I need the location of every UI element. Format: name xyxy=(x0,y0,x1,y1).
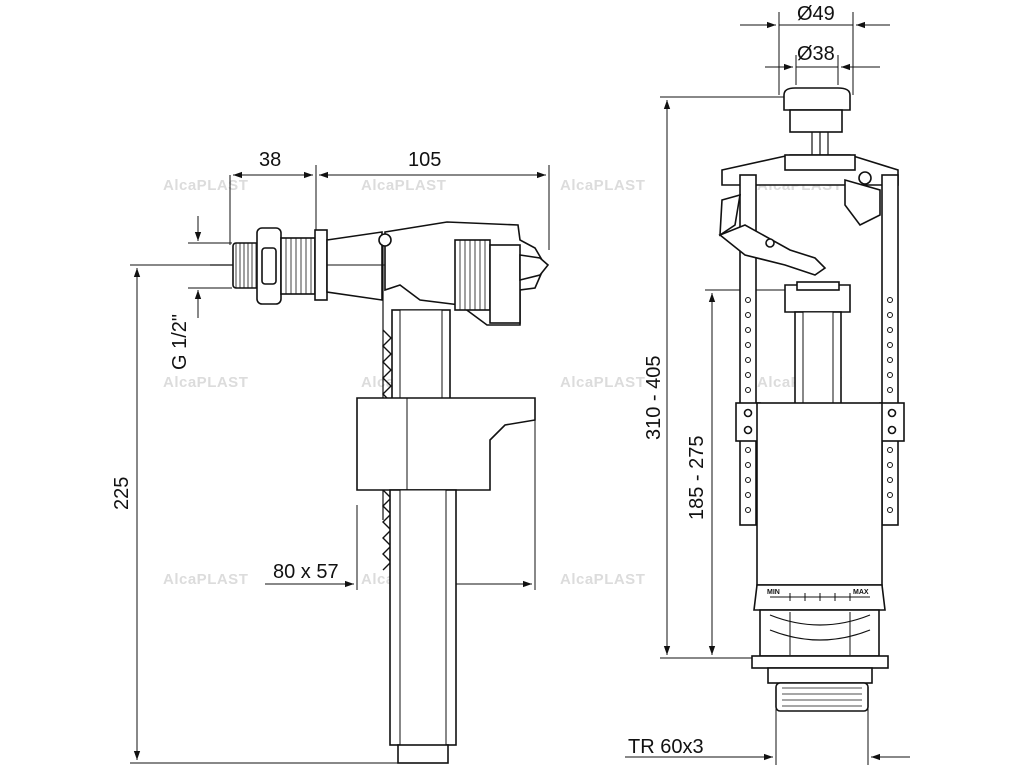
left-valve-dimension-labels: 38 105 G 1/2" 225 80 x 57 xyxy=(111,149,441,583)
watermark-logo: AlcaPLAST xyxy=(560,177,645,194)
watermark-logo: AlcaPLAST xyxy=(163,571,248,588)
dim-label-310-405: 310 - 405 xyxy=(643,355,665,440)
flush-scale-labels: MIN MAX xyxy=(767,589,869,596)
watermark-logo: AlcaPLAST xyxy=(560,571,645,588)
dim-label-225: 225 xyxy=(111,477,133,510)
scale-min-label: MIN xyxy=(767,589,780,596)
right-valve-dimensions xyxy=(625,12,910,765)
dim-label-dia-38: Ø38 xyxy=(797,43,835,65)
watermark-logo: AlcaPLAST xyxy=(361,177,446,194)
dim-label-38: 38 xyxy=(259,149,281,171)
watermark-logo: AlcaPLAST xyxy=(163,177,248,194)
left-valve-dimensions xyxy=(130,165,550,764)
right-valve-dimension-labels: Ø49 Ø38 310 - 405 185 - 275 TR 60x3 xyxy=(628,3,835,758)
dim-label-105: 105 xyxy=(408,149,441,171)
dim-label-185-275: 185 - 275 xyxy=(686,435,708,520)
left-fill-valve xyxy=(210,221,550,764)
watermark-logo: AlcaPLAST xyxy=(163,374,248,391)
dim-label-dia-49: Ø49 xyxy=(797,3,835,25)
watermark-logo: AlcaPLAST xyxy=(560,374,645,391)
dim-label-tr-thread: TR 60x3 xyxy=(628,736,704,758)
scale-max-label: MAX xyxy=(853,589,869,596)
right-flush-valve xyxy=(718,87,905,712)
dim-label-g-thread: G 1/2" xyxy=(169,314,191,370)
dim-label-outlet: 80 x 57 xyxy=(273,561,339,583)
